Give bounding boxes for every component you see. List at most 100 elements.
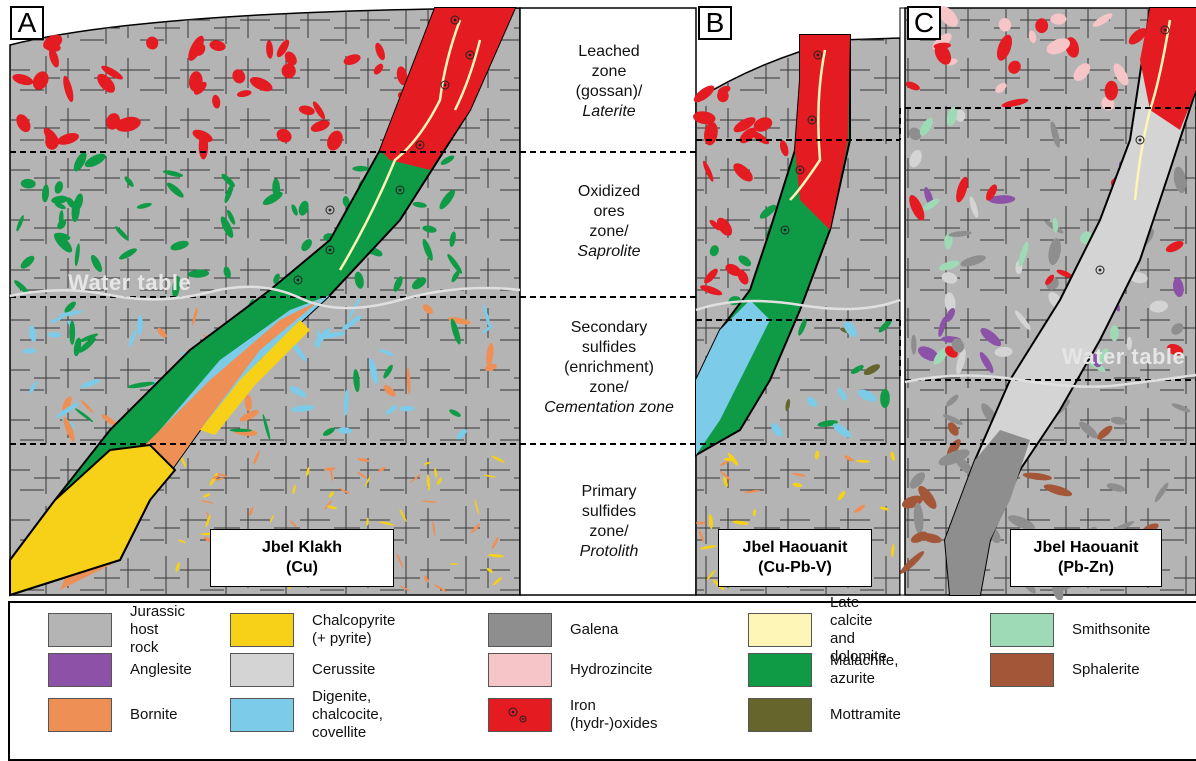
mineral-clast [434, 467, 438, 479]
mineral-clast [205, 514, 211, 528]
mineral-clast [341, 315, 363, 331]
mineral-clast [16, 215, 24, 232]
mineral-clast [491, 455, 505, 463]
mineral-clast [1110, 325, 1119, 341]
mineral-clast [229, 428, 252, 433]
legend-label: Digenite, chalcocite, covellite [312, 688, 383, 741]
mineral-clast [483, 474, 496, 478]
mineral-clast [1008, 515, 1035, 530]
mineral-clast [383, 364, 393, 379]
mineral-clast [491, 537, 499, 549]
mineral-clast [814, 450, 820, 460]
legend-swatch [230, 613, 294, 647]
mineral-clast [1052, 217, 1059, 233]
legend-label: Mottramite [830, 706, 901, 723]
legend-swatch [230, 653, 294, 687]
deposit-label-haouanit-cupbv: Jbel Haouanit(Cu-Pb-V) [718, 529, 872, 587]
mineral-clast [879, 506, 889, 511]
mineral-clast [1171, 323, 1184, 335]
mineral-clast [84, 153, 106, 168]
mineral-clast [1173, 166, 1187, 194]
mineral-clast [119, 248, 137, 260]
mineral-clast [492, 577, 502, 586]
mineral-clast [880, 388, 890, 408]
mineral-clast [198, 133, 209, 160]
mineral-clast [80, 399, 94, 414]
legend-label: Malachite, azurite [830, 652, 899, 687]
mineral-clast [487, 554, 504, 558]
mineral-clast [223, 266, 231, 279]
mineral-clast [843, 455, 854, 462]
mineral-clast [47, 332, 62, 338]
mineral-clast [723, 476, 728, 488]
mineral-clast [1028, 30, 1037, 44]
mineral-clast [785, 398, 791, 412]
mineral-clast [383, 385, 396, 397]
mineral-clast [29, 381, 38, 394]
legend-swatch [48, 698, 112, 732]
mineral-clast [326, 505, 338, 510]
mineral-clast [449, 409, 461, 417]
mineral-clast [725, 263, 742, 277]
mineral-clast [175, 562, 180, 573]
mineral-clast [946, 107, 958, 126]
mineral-clast [817, 420, 838, 427]
mineral-clast [850, 365, 864, 374]
mineral-clast [239, 409, 259, 422]
mineral-clast [1050, 13, 1067, 25]
mineral-clast [1097, 425, 1113, 440]
mineral-clast [482, 324, 494, 334]
mineral-clast [909, 472, 926, 489]
mineral-clast [301, 239, 312, 252]
mineral-clast [57, 219, 67, 230]
mineral-clast [343, 389, 349, 416]
mineral-clast [328, 491, 334, 498]
legend-swatch [48, 653, 112, 687]
mineral-clast [51, 195, 69, 204]
legend-swatch [748, 613, 812, 647]
mineral-clast [227, 209, 236, 225]
mineral-clast [451, 269, 460, 283]
mineral-clast [128, 329, 137, 347]
mineral-clast [1001, 98, 1029, 108]
mineral-clast [771, 423, 783, 437]
legend-swatch [748, 653, 812, 687]
mineral-clast [732, 520, 749, 525]
mineral-clast [146, 36, 159, 50]
mineral-clast [1035, 18, 1049, 34]
mineral-clast [266, 40, 274, 59]
mineral-clast [399, 585, 411, 592]
mineral-clast [878, 319, 892, 333]
mineral-clast [456, 429, 467, 440]
legend-label: Smithsonite [1072, 621, 1151, 638]
mineral-clast [12, 74, 34, 86]
mineral-clast [969, 196, 979, 218]
mineral-clast [433, 584, 447, 592]
mineral-clast [474, 498, 479, 515]
mineral-clast [281, 63, 296, 79]
mineral-clast [832, 423, 852, 438]
mineral-clast [449, 231, 456, 247]
mineral-clast [56, 402, 80, 418]
mineral-clast [995, 82, 1007, 94]
mineral-clast [232, 69, 246, 84]
mineral-clast [324, 467, 336, 471]
legend-swatch [230, 698, 294, 732]
mineral-clast [798, 318, 807, 336]
mineral-clast [385, 405, 398, 415]
mineral-clast [90, 254, 103, 273]
panel-c-section [900, 6, 1196, 600]
mineral-clast [938, 449, 970, 466]
mineral-clast [908, 127, 922, 141]
mineral-clast [249, 77, 273, 92]
mineral-clast [702, 160, 714, 182]
panel-label-a: A [10, 6, 44, 40]
legend-swatch [990, 653, 1054, 687]
mineral-clast [938, 260, 960, 271]
mineral-clast [1106, 483, 1126, 492]
mineral-clast [378, 521, 395, 526]
mineral-clast [1165, 241, 1184, 253]
mineral-clast [956, 176, 968, 203]
mineral-clast [369, 358, 378, 385]
